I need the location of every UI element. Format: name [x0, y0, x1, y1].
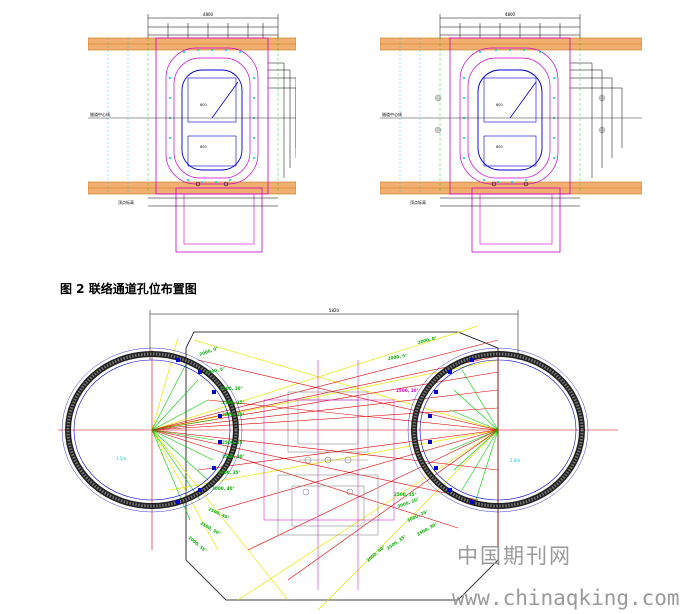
- right-angle-labels: 2000, 0° 2000, 5° 2500, 10° 2500, 15° 30…: [365, 335, 438, 563]
- angle-label: 2000, 5°: [205, 366, 225, 375]
- drill-hole-markers: [434, 94, 606, 134]
- drawing-c: 5820: [58, 308, 618, 611]
- center-structure: [277, 391, 379, 536]
- angle-label: 2500, 45°: [208, 506, 231, 520]
- octagon-frame: [185, 331, 499, 601]
- inner-label: 600: [496, 145, 503, 149]
- passage-upper: [483, 77, 537, 123]
- angle-label: 2000, 10°: [220, 386, 243, 391]
- shaft-box: [471, 187, 561, 253]
- passage-outline: [477, 69, 543, 171]
- top-dim-label: 4800: [203, 12, 214, 17]
- inner-label: 600: [200, 103, 207, 107]
- angle-label: 2000, 55°: [187, 535, 208, 553]
- angle-label: 3000, 20°: [397, 497, 420, 509]
- green-fan-left: [151, 359, 215, 521]
- right-dimension-steps: [268, 62, 296, 178]
- angle-label: 2500, 30°: [222, 454, 245, 459]
- shaft-box-inner: [479, 193, 553, 245]
- overall-dim-label: 5820: [329, 308, 340, 313]
- hole-dots: [169, 49, 255, 183]
- passage-lower: [483, 135, 537, 167]
- ring-segment-marks: [176, 358, 474, 504]
- top-dim-label: 4800: [505, 12, 516, 17]
- passage-lower: [187, 135, 237, 167]
- elevation-label: 顶点标高: [410, 199, 426, 205]
- angle-label: 2000, 0°: [199, 345, 219, 356]
- right-tunnel-ring: [407, 347, 589, 513]
- passage-outline: [181, 69, 243, 171]
- small-label: 2.0m: [510, 458, 520, 463]
- hole-dots: [463, 49, 555, 183]
- watermark-url: www.chinaqking.com: [452, 586, 680, 610]
- angle-label: 3000, 40°: [212, 486, 235, 491]
- angle-label: 3000, 35°: [218, 470, 241, 475]
- right-dimension-steps: [570, 62, 623, 178]
- green-fan-right: [449, 369, 499, 507]
- centerlines: [58, 350, 618, 550]
- angle-label: 2500, 35°: [386, 534, 407, 551]
- angle-label: 2000, 5°: [387, 353, 407, 361]
- figure-caption: 图 2 联络通道孔位布置图: [60, 282, 197, 296]
- angle-label: 3000, 25°: [406, 509, 429, 523]
- angle-label: 2000, 0°: [417, 335, 437, 345]
- angle-label: 2500, 15°: [222, 400, 245, 405]
- small-label: 1.5m: [116, 456, 126, 461]
- red-fan-right: [197, 359, 499, 581]
- outer-frame: [155, 37, 269, 195]
- centerline-label: 隧道中心线: [382, 111, 402, 117]
- left-tunnel-ring: [61, 347, 243, 513]
- inner-label: 600: [200, 145, 207, 149]
- angle-label: 2500, 15°: [394, 492, 417, 497]
- drawing-a: 4800 隧道中心线 顶点标高: [88, 12, 296, 253]
- angle-label: 2500, 25°: [222, 440, 245, 445]
- centerline-label: 隧道中心线: [90, 111, 110, 117]
- inner-label: 600: [496, 103, 503, 107]
- angle-label: 2500, 10°: [396, 388, 419, 393]
- angle-label: 2500, 30°: [416, 521, 438, 537]
- shaft-box: [175, 187, 263, 253]
- top-dimension-group: [147, 14, 279, 38]
- shaft-box-inner: [183, 193, 255, 245]
- angle-label: 2500, 50°: [200, 521, 222, 537]
- elevation-label: 顶点标高: [118, 199, 134, 205]
- yellow-fan-right: [169, 339, 499, 611]
- top-dimension-group: [439, 14, 581, 38]
- angle-label: 2000, 40°: [365, 544, 386, 562]
- angle-label: 2500, 20°: [222, 412, 245, 417]
- watermark-cn: 中国期刊网: [457, 544, 572, 568]
- passage-upper: [187, 77, 237, 123]
- drawing-b: 4800 隧道中心线 顶点标高 600 600: [380, 12, 642, 253]
